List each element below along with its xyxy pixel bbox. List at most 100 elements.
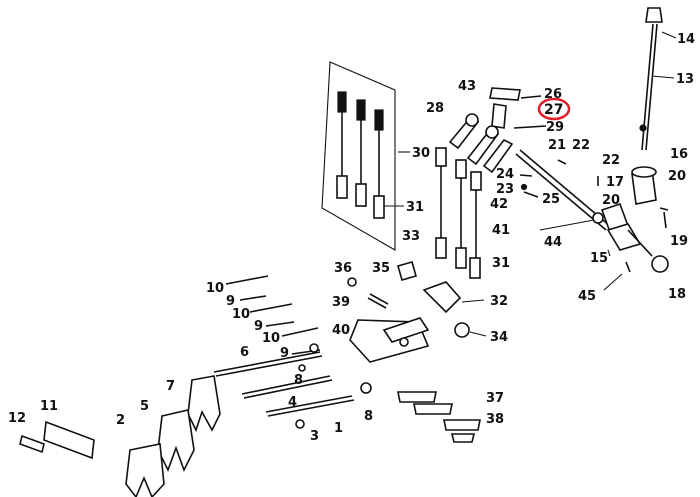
callout-31b: 31	[492, 256, 510, 271]
callout-6: 6	[240, 345, 249, 360]
ring-23	[520, 183, 528, 191]
lever-28-pivot	[465, 113, 479, 127]
plate-12	[19, 434, 45, 454]
callout-38: 38	[486, 412, 504, 427]
part-34	[454, 322, 470, 338]
rail-6-lower	[215, 355, 323, 377]
callout-9c: 9	[280, 346, 289, 361]
bracket-43	[491, 103, 507, 129]
bracket-32	[422, 281, 462, 314]
callout-3: 3	[310, 429, 319, 444]
shift-forks	[125, 375, 221, 497]
leader-44	[539, 219, 595, 231]
housing-16-top	[631, 166, 657, 178]
plate-11	[43, 420, 95, 460]
rod-top-1	[337, 91, 347, 113]
pin-35-lower	[367, 297, 387, 309]
link-bottom-3	[469, 257, 481, 279]
bottom-plates	[19, 420, 95, 460]
callout-9a: 9	[226, 294, 235, 309]
lever-collar	[639, 124, 647, 132]
callout-34: 34	[490, 330, 508, 345]
pin-24	[519, 174, 533, 177]
callout-16: 16	[670, 147, 688, 162]
pin-22a	[557, 159, 567, 165]
rail-1-lower	[267, 399, 355, 417]
callout-18: 18	[668, 287, 686, 302]
callout-37: 37	[486, 391, 504, 406]
rod-group-outline	[321, 61, 396, 251]
callout-32: 32	[490, 294, 508, 309]
clips	[397, 391, 481, 443]
rail-1-upper	[265, 395, 353, 413]
leader-15	[607, 249, 611, 257]
leader-29	[513, 125, 547, 129]
shift-plate	[349, 317, 430, 363]
callout-39: 39	[332, 295, 350, 310]
shift-rods	[336, 91, 385, 219]
clip-38	[450, 433, 476, 443]
plate-hole	[399, 337, 409, 347]
fork-2	[125, 443, 165, 497]
shift-knob	[645, 7, 663, 23]
pin-20b	[659, 207, 669, 211]
callout-22b: 22	[602, 153, 620, 168]
callout-31a: 31	[406, 200, 424, 215]
washer-3	[295, 419, 305, 429]
clip-mid	[413, 403, 453, 415]
callout-17: 17	[606, 175, 624, 190]
callout-20b: 20	[602, 193, 620, 208]
upper-levers	[448, 87, 547, 174]
callout-labels: 14 13 43 26 27 28 29 30 31 21 22 22 16 2…	[8, 32, 695, 444]
callout-8b: 8	[364, 409, 373, 424]
bracket-33	[397, 261, 417, 281]
callout-44: 44	[544, 235, 562, 250]
callout-10b: 10	[232, 307, 250, 322]
callout-7: 7	[166, 379, 175, 394]
link-top-3	[470, 171, 482, 191]
ball-18	[651, 255, 669, 273]
pin-19	[663, 211, 667, 229]
callout-20a: 20	[668, 169, 686, 184]
leader-lines	[384, 31, 677, 337]
link-top-2	[455, 159, 467, 179]
rod-bottom-2	[355, 183, 367, 207]
rail-6-upper	[213, 351, 321, 373]
plate-40-top	[382, 317, 430, 343]
lever-29a-pivot	[485, 125, 499, 139]
pin-9b	[265, 321, 295, 327]
link-top-1	[435, 147, 447, 167]
callout-45: 45	[578, 289, 596, 304]
leader-13	[651, 75, 675, 79]
pin-35-upper	[369, 293, 389, 305]
leader-34	[469, 331, 487, 337]
shift-lever-assembly	[639, 7, 663, 151]
arm-15	[627, 229, 653, 257]
callout-1: 1	[334, 421, 343, 436]
callout-25: 25	[542, 192, 560, 207]
ball-36	[347, 277, 357, 287]
rod-top-2	[356, 99, 366, 121]
pin-10c	[281, 327, 319, 337]
rod-bottom-3	[373, 195, 385, 219]
callout-33: 33	[402, 229, 420, 244]
callout-4: 4	[288, 395, 297, 410]
callout-21: 21	[548, 138, 566, 153]
link-bottom-1	[435, 237, 447, 259]
callout-11: 11	[40, 399, 58, 414]
callout-2: 2	[116, 413, 125, 428]
leader-32	[461, 299, 485, 303]
highlight-circle-27	[537, 97, 571, 121]
callout-14: 14	[677, 32, 695, 47]
callout-9b: 9	[254, 319, 263, 334]
callout-41: 41	[492, 223, 510, 238]
callout-28: 28	[426, 101, 444, 116]
callout-5: 5	[140, 399, 149, 414]
callout-19: 19	[670, 234, 688, 249]
pin-9a	[239, 295, 267, 301]
rail-4-lower	[243, 379, 333, 399]
cross-shaft-lower	[515, 153, 607, 231]
pin-10a	[225, 275, 269, 285]
callout-13: 13	[676, 72, 694, 87]
